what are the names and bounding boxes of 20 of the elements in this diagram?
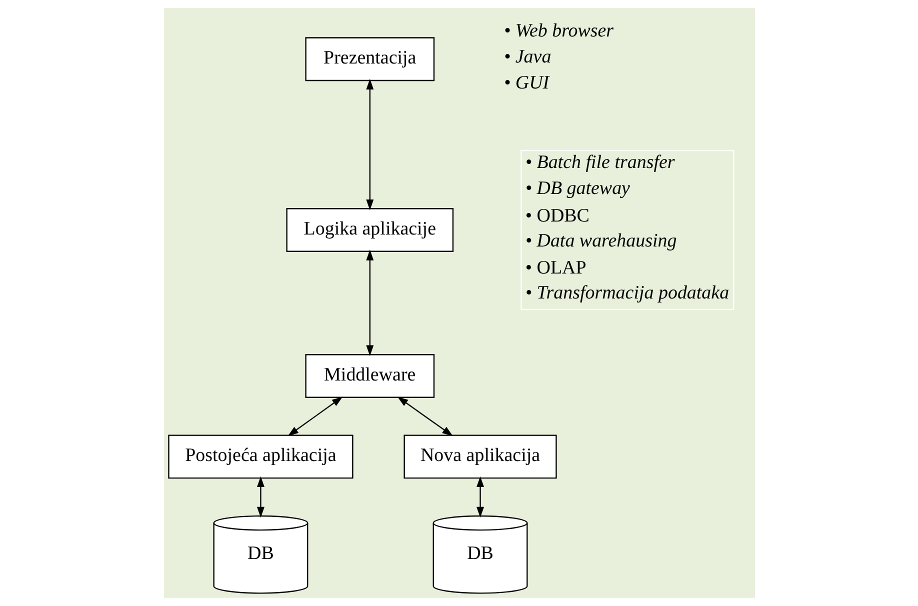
node-box: Logika aplikacije (286, 208, 454, 252)
label: • GUI (504, 72, 549, 94)
label: • OLAP (524, 258, 586, 279)
arrow (476, 476, 484, 518)
node-box: Middleware (304, 354, 434, 398)
label: • Web browser (504, 20, 614, 42)
arrow (287, 396, 342, 436)
arrow (396, 396, 452, 436)
label: • ODBC (524, 205, 589, 226)
label: • Batch file transfer (524, 152, 674, 174)
node-box: Nova aplikacija (403, 434, 556, 479)
arrow (366, 250, 374, 356)
label: • Transformacija podataka (524, 282, 729, 304)
label: • DB gateway (524, 178, 630, 200)
arrow (256, 476, 264, 518)
label: • Java (504, 46, 551, 68)
label: • Data warehausing (524, 230, 676, 252)
arrow (366, 78, 374, 210)
node-box: Prezentacija (304, 37, 434, 82)
node-box: Postojeća aplikacija (168, 434, 353, 479)
